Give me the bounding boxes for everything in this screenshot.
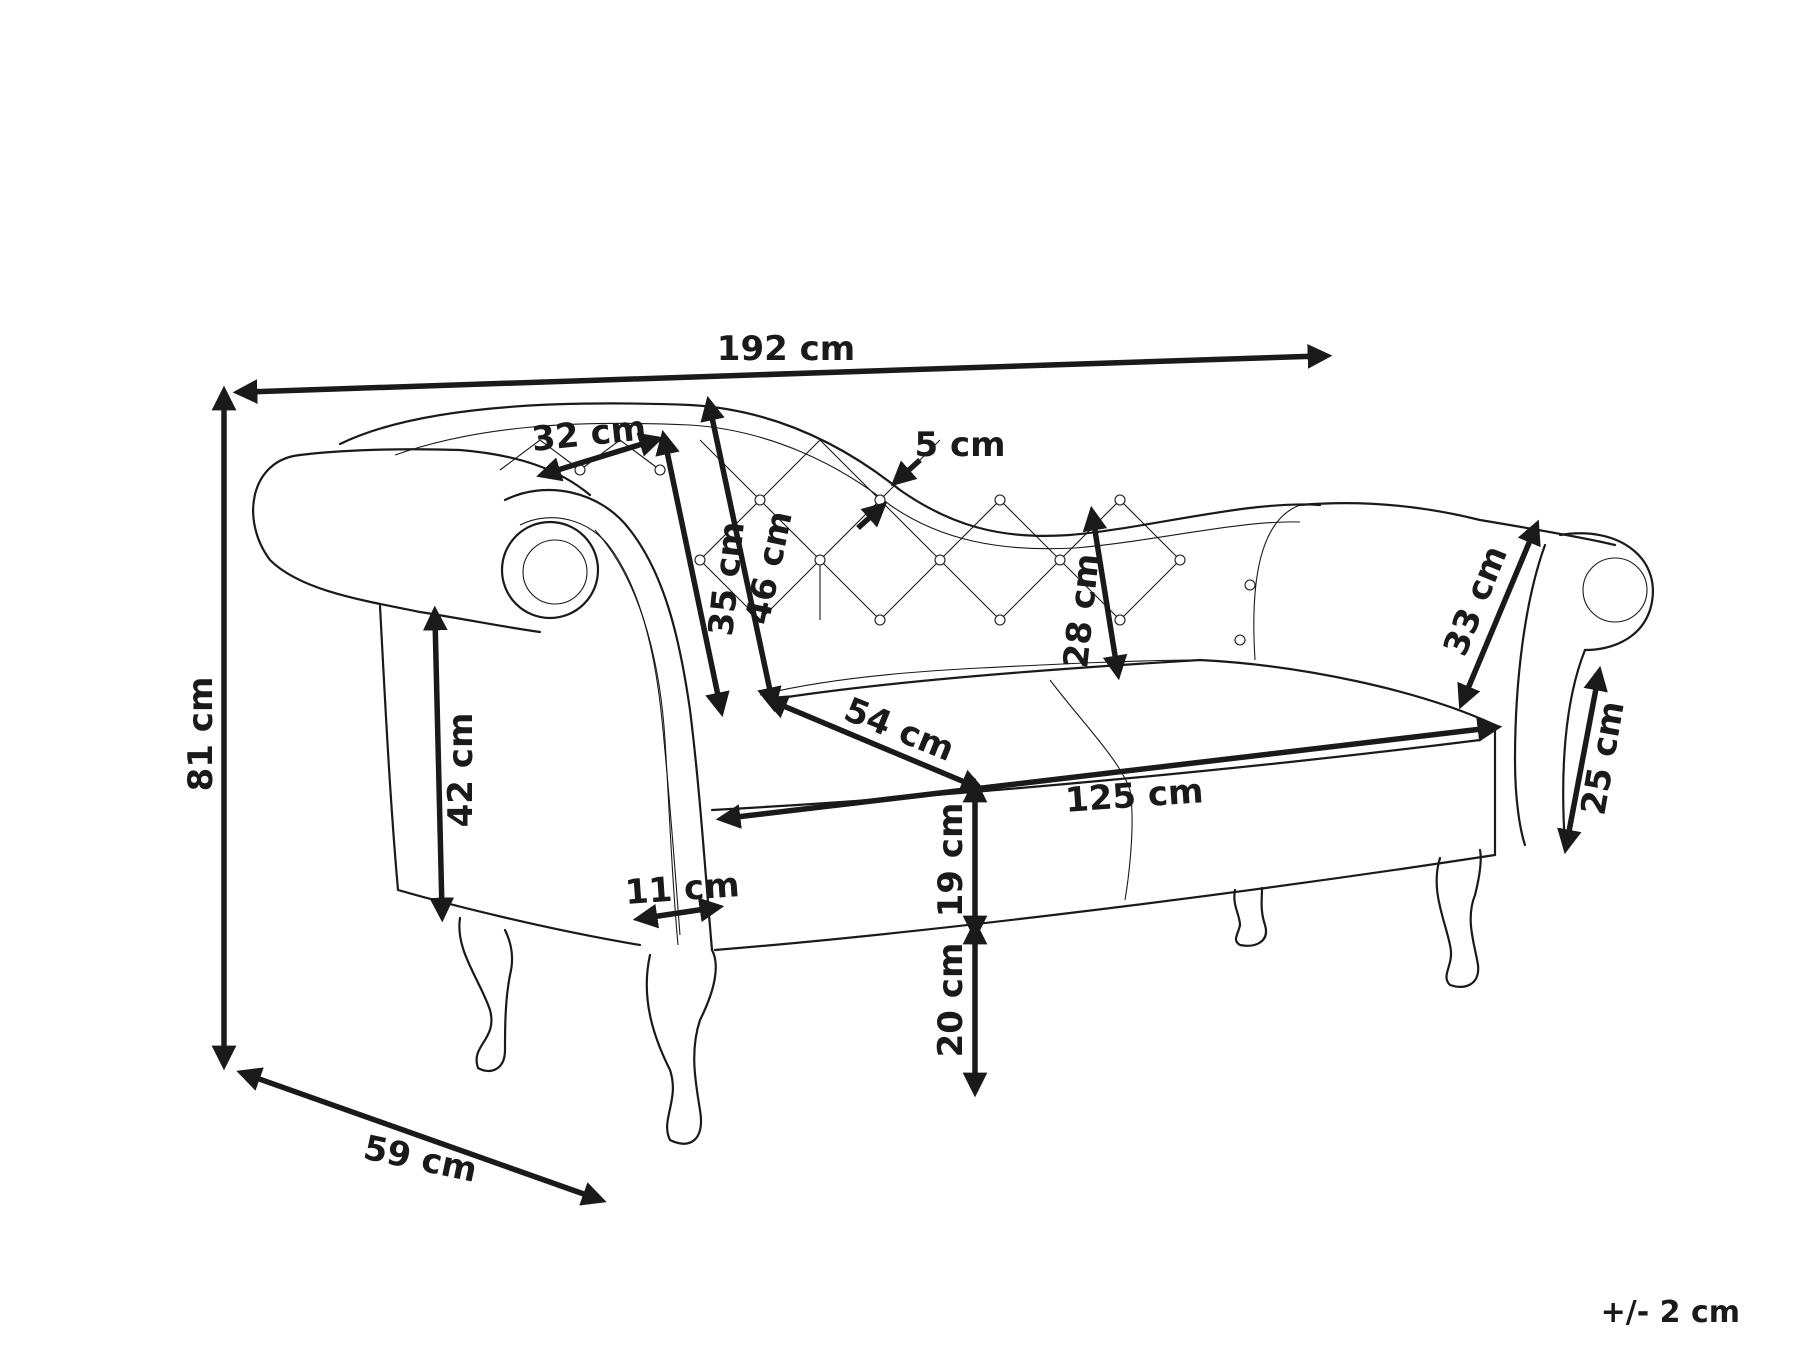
right-arm-inner-panel — [1253, 504, 1301, 661]
dim-right-arm-line — [1457, 519, 1541, 710]
dim-left-arm-line — [422, 605, 455, 923]
label-seat-depth: 54 cm — [838, 690, 959, 770]
dim-thickness-outer-arrow — [890, 457, 922, 487]
backrest-lower-edge — [759, 659, 1201, 696]
label-left-arm: 42 cm — [441, 713, 481, 828]
leg-front-right — [1435, 848, 1482, 988]
leg-back-right — [1233, 886, 1268, 947]
dim-backrest-high-line — [700, 395, 782, 713]
label-arm-width: 11 cm — [624, 865, 741, 913]
left-arm-top — [252, 453, 542, 634]
dim-backrest-top-depth-line — [536, 432, 664, 482]
left-scroll-outer-ring — [500, 520, 600, 620]
dimension-lines — [211, 344, 1608, 1206]
label-total-width: 192 cm — [717, 329, 855, 369]
label-seat-thickness: 19 cm — [931, 803, 971, 918]
left-arm-panel — [594, 529, 679, 946]
right-scroll-ring — [1582, 557, 1648, 623]
label-leg-height: 20 cm — [931, 943, 971, 1058]
leg-front-left — [645, 948, 717, 1145]
dim-right-arm-front-line — [1557, 665, 1608, 855]
left-scroll-inner-ring — [522, 539, 588, 605]
label-backrest-right: 28 cm — [1056, 552, 1108, 670]
label-tolerance: +/- 2 cm — [1601, 1295, 1740, 1330]
right-arm-scroll-outer — [1558, 532, 1654, 652]
right-arm-front-edge — [1513, 543, 1547, 847]
backrest-inner-edge — [394, 422, 1301, 550]
dim-backrest-right-line — [1082, 505, 1128, 681]
label-backrest-top-depth: 32 cm — [530, 408, 648, 460]
leg-back-left — [458, 916, 514, 1073]
dim-seat-width-line — [715, 717, 1503, 829]
left-arm-scroll-inner — [519, 517, 681, 936]
left-arm-outer-side — [378, 604, 642, 947]
seat-front-bottom-edge — [713, 853, 1497, 952]
backrest-tufting — [499, 439, 1256, 646]
label-seat-width: 125 cm — [1064, 771, 1205, 821]
dim-total-width-line — [232, 344, 1333, 404]
dim-arm-width-line — [632, 897, 725, 929]
seat-top — [766, 658, 1497, 727]
backrest-top-edge — [338, 402, 1322, 538]
label-right-arm-front: 25 cm — [1574, 698, 1633, 818]
dim-thickness-inner-arrow — [856, 501, 888, 531]
dimension-labels: 192 cm 81 cm 59 cm 32 cm 35 cm 46 cm 5 c… — [181, 329, 1740, 1330]
label-total-height: 81 cm — [181, 677, 221, 792]
right-arm-top — [1298, 502, 1617, 547]
label-backrest-thickness: 5 cm — [914, 425, 1005, 465]
dim-depth-line — [236, 1067, 607, 1206]
